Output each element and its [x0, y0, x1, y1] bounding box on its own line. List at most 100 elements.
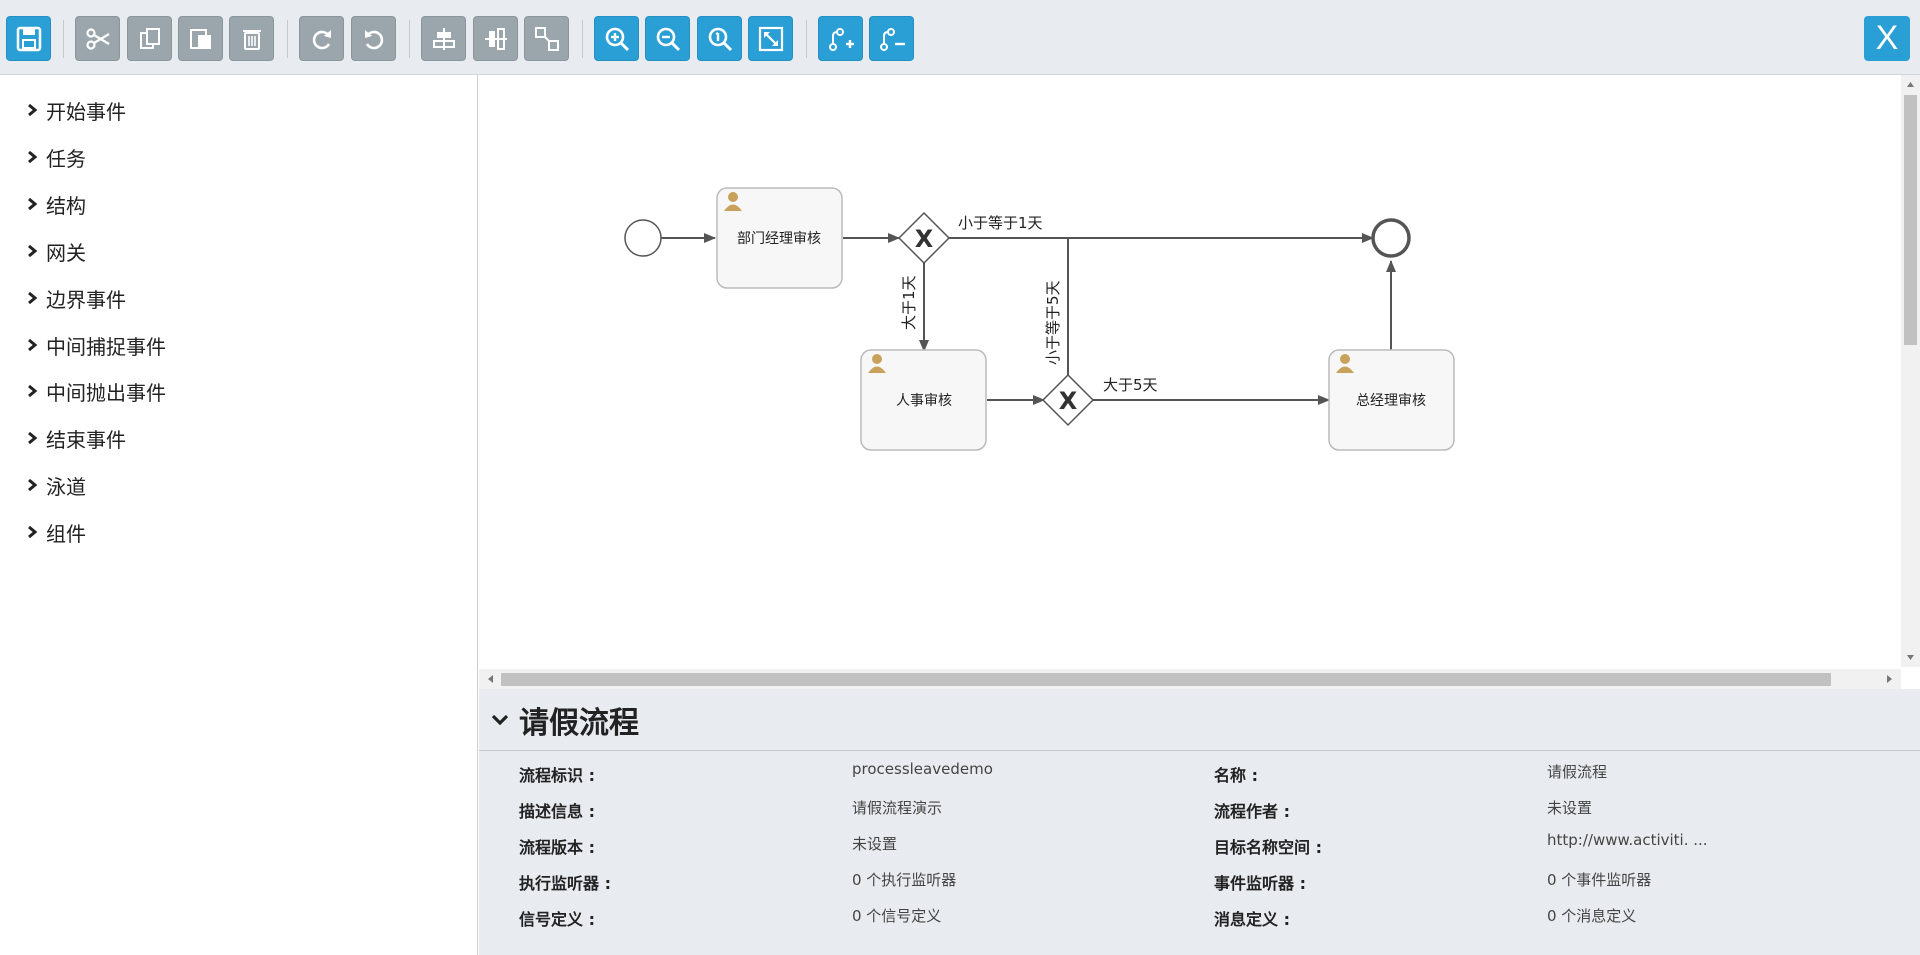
user-icon — [868, 354, 886, 373]
horizontal-scroll-thumb[interactable] — [501, 673, 1831, 686]
remove-bendpoint-icon — [879, 27, 905, 51]
palette-item-structure[interactable]: 结构 — [26, 189, 86, 219]
palette-item-swimlane[interactable]: 泳道 — [26, 470, 86, 500]
copy-button[interactable] — [127, 16, 172, 61]
start-event[interactable] — [624, 219, 662, 257]
add-bendpoint-button[interactable] — [818, 16, 863, 61]
chevron-right-icon — [26, 239, 40, 263]
flow-label-lte1: 小于等于1天 — [958, 214, 1043, 232]
chevron-right-icon — [26, 286, 40, 310]
diagram-canvas[interactable]: 部门经理审核 人事审核 总经理审核 X X 小于等于1天 大于1天 小于等于5天… — [479, 75, 1920, 689]
zoom-actual-icon — [708, 27, 732, 51]
process-title: 请假流程 — [519, 705, 639, 741]
horizontal-scrollbar[interactable] — [479, 669, 1901, 689]
redo-button[interactable] — [299, 16, 344, 61]
align-horizontal-button[interactable] — [421, 16, 466, 61]
scroll-down-icon[interactable] — [1901, 651, 1920, 665]
flow-label-gt1: 大于1天 — [900, 275, 918, 330]
same-size-icon — [534, 26, 559, 51]
delete-button[interactable] — [229, 16, 274, 61]
chevron-right-icon — [26, 192, 40, 216]
gateway-x-icon: X — [915, 225, 934, 253]
property-value[interactable]: 未设置 — [852, 835, 898, 853]
property-label: 目标名称空间 : — [1214, 838, 1322, 857]
property-value[interactable]: 0 个执行监听器 — [852, 871, 957, 889]
zoom-actual-button[interactable] — [697, 16, 742, 61]
scroll-left-icon[interactable] — [483, 669, 497, 689]
property-label: 流程标识 : — [519, 766, 595, 785]
end-event[interactable] — [1371, 218, 1411, 258]
zoom-out-icon — [656, 27, 680, 51]
scroll-right-icon[interactable] — [1883, 669, 1897, 689]
redo-icon — [312, 29, 331, 49]
chevron-right-icon — [26, 426, 40, 450]
vertical-scroll-thumb[interactable] — [1904, 95, 1917, 345]
undo-icon — [364, 29, 383, 49]
task-general-manager-review[interactable]: 总经理审核 — [1328, 349, 1455, 451]
task-label: 总经理审核 — [1356, 393, 1426, 409]
paste-button[interactable] — [178, 16, 223, 61]
palette-item-intermediate-throw-event[interactable]: 中间抛出事件 — [26, 376, 166, 406]
chevron-down-icon[interactable] — [489, 711, 511, 729]
property-value[interactable]: 未设置 — [1547, 799, 1593, 817]
scroll-up-icon[interactable] — [1901, 77, 1920, 91]
palette-item-start-event[interactable]: 开始事件 — [26, 95, 126, 125]
zoom-in-button[interactable] — [594, 16, 639, 61]
property-label: 流程版本 : — [519, 838, 595, 857]
task-label: 部门经理审核 — [737, 231, 821, 247]
flow-label-gt5: 大于5天 — [1103, 376, 1158, 394]
property-label: 执行监听器 : — [519, 874, 611, 893]
chevron-right-icon — [26, 98, 40, 122]
task-hr-review[interactable]: 人事审核 — [860, 349, 987, 451]
remove-bendpoint-button[interactable] — [869, 16, 914, 61]
save-icon — [16, 26, 41, 51]
palette-item-artifact[interactable]: 组件 — [26, 517, 86, 547]
cut-button[interactable] — [75, 16, 120, 61]
vertical-scrollbar[interactable] — [1901, 75, 1920, 667]
property-label: 流程作者 : — [1214, 802, 1290, 821]
exclusive-gateway-1[interactable]: X — [897, 211, 951, 265]
align-vertical-button[interactable] — [473, 16, 518, 61]
property-value[interactable]: 0 个事件监听器 — [1547, 871, 1652, 889]
user-icon — [1336, 354, 1354, 373]
task-label: 人事审核 — [896, 393, 952, 409]
palette-item-boundary-event[interactable]: 边界事件 — [26, 283, 126, 313]
bpmn-diagram[interactable]: 部门经理审核 人事审核 总经理审核 X X 小于等于1天 大于1天 小于等于5天… — [479, 75, 1901, 669]
paste-icon — [189, 28, 211, 49]
delete-icon — [242, 29, 261, 50]
properties-header[interactable]: 请假流程 — [479, 689, 1920, 751]
chevron-right-icon — [26, 333, 40, 357]
zoom-fit-button[interactable] — [748, 16, 793, 61]
chevron-right-icon — [26, 379, 40, 403]
task-dept-manager-review[interactable]: 部门经理审核 — [716, 187, 843, 289]
property-label: 事件监听器 : — [1214, 874, 1306, 893]
align-horizontal-icon — [432, 27, 455, 50]
flow-label-lte5: 小于等于5天 — [1044, 280, 1062, 365]
palette-item-task[interactable]: 任务 — [26, 142, 86, 172]
chevron-right-icon — [26, 520, 40, 544]
same-size-button[interactable] — [524, 16, 569, 61]
palette-item-intermediate-catch-event[interactable]: 中间捕捉事件 — [26, 330, 166, 360]
palette-item-end-event[interactable]: 结束事件 — [26, 423, 126, 453]
property-value[interactable]: processleavedemo — [852, 760, 993, 778]
property-value[interactable]: 0 个消息定义 — [1547, 907, 1637, 925]
property-value[interactable]: 请假流程演示 — [852, 799, 943, 817]
palette-item-gateway[interactable]: 网关 — [26, 236, 86, 266]
property-label: 描述信息 : — [519, 802, 595, 821]
chevron-right-icon — [26, 145, 40, 169]
zoom-fit-icon — [758, 26, 783, 51]
zoom-out-button[interactable] — [645, 16, 690, 61]
user-icon — [724, 192, 742, 211]
toolbar: X — [0, 0, 1920, 75]
property-value[interactable]: 0 个信号定义 — [852, 907, 942, 925]
cut-icon — [85, 27, 110, 50]
exclusive-gateway-2[interactable]: X — [1041, 373, 1095, 427]
property-value[interactable]: http://www.activiti. ... — [1547, 831, 1708, 849]
save-button[interactable] — [6, 16, 51, 61]
copy-icon — [139, 27, 160, 49]
property-label: 信号定义 : — [519, 910, 595, 929]
undo-button[interactable] — [351, 16, 396, 61]
property-value[interactable]: 请假流程 — [1547, 763, 1608, 781]
close-button[interactable]: X — [1864, 16, 1910, 61]
chevron-right-icon — [26, 473, 40, 497]
